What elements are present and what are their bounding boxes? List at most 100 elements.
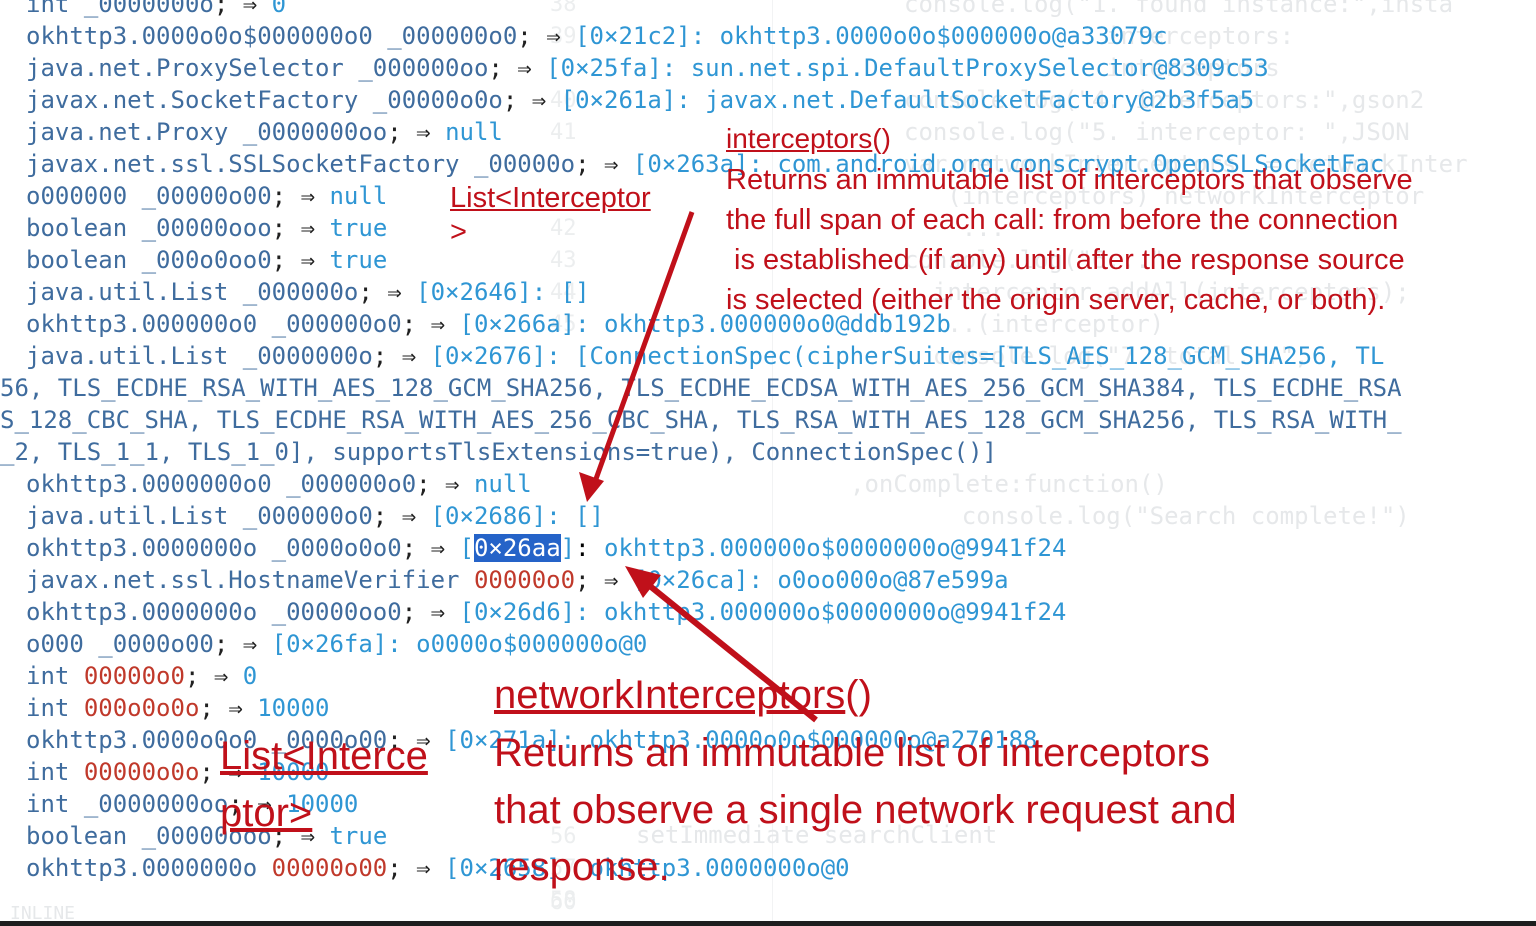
object-id: [0×2676] (430, 342, 547, 370)
arrow-icon: ⇒ (401, 342, 417, 370)
semicolon: ; (271, 822, 301, 850)
variable-value: true (329, 246, 388, 274)
variable-value: okhttp3.0000000o@0 (589, 854, 850, 882)
variable-type: int (26, 790, 70, 818)
semicolon: ; (387, 118, 417, 146)
arrow-icon: ⇒ (416, 118, 431, 146)
debug-variable-line: okhttp3.0000000o 00000o00; ⇒ [0×2658]: o… (26, 852, 850, 884)
semicolon: ; (488, 54, 518, 82)
object-id: [0×266a] (459, 310, 576, 338)
colon: : (575, 598, 604, 626)
semicolon: ; (199, 758, 229, 786)
debug-variable-line: okhttp3.0000o0o$000000o0 _000000o0; ⇒ [0… (26, 20, 1168, 52)
variable-value: 10000 (257, 758, 330, 786)
semicolon: ; (372, 342, 402, 370)
background-line-number: 41 (550, 120, 577, 145)
arrow-icon: ⇒ (604, 150, 619, 178)
variable-name: 00000o0 (83, 662, 185, 690)
variable-value: [] (560, 278, 590, 306)
variable-type: okhttp3.000000o0 (26, 310, 258, 338)
variable-value: 0 (271, 0, 287, 18)
interceptors-return-type-line1: List<Interceptor (450, 182, 651, 214)
variable-type: boolean (26, 214, 128, 242)
space: : (575, 534, 605, 562)
variable-name: _0000o0o0 (271, 534, 402, 562)
variable-name: _00000o00 (141, 182, 272, 210)
arrow-icon: ⇒ (242, 0, 258, 18)
arrow-icon: ⇒ (300, 246, 316, 274)
variable-name: 00000o0o (83, 758, 200, 786)
variable-type: javax.net.SocketFactory (26, 86, 359, 114)
debug-variable-line: okhttp3.0000o0o0 _0000o00; ⇒ [0×271a]: o… (26, 724, 1037, 756)
object-id-open: [ (459, 534, 474, 562)
semicolon: ; (213, 630, 243, 658)
variable-value: o0000o$000000o@0 (416, 630, 648, 658)
debug-variable-line: boolean _000o0oo0; ⇒ true (26, 244, 387, 276)
variable-name: _00000o0o (372, 86, 503, 114)
variable-name: _00000o (473, 150, 576, 178)
variable-name: _0000000oo (242, 118, 388, 146)
network-interceptors-return-type-line1: List<Interce (220, 734, 428, 778)
variable-value: null (445, 118, 503, 146)
variable-name: _0000o00 (271, 726, 388, 754)
background-line-number: 58 (550, 888, 577, 913)
semicolon: ; (213, 0, 243, 18)
background-code-line: console.log("1. found instance:",insta (904, 0, 1454, 18)
variable-type: java.util.List (26, 502, 229, 530)
variable-type: java.util.List (26, 278, 229, 306)
variable-type: okhttp3.0000000o0 (26, 470, 272, 498)
variable-value: com.android.org.conscrypt.OpenSSLSocketF… (777, 150, 1385, 178)
arrow-icon: ⇒ (300, 822, 316, 850)
variable-name: _000000o0 (387, 22, 518, 50)
object-id-close: ] (560, 534, 576, 562)
variable-name: _0000000oo (83, 790, 229, 818)
debug-variable-line: java.util.List _000000o; ⇒ [0×2646]: [] (26, 276, 590, 308)
interceptors-return-type: List<Interceptor> (450, 181, 651, 249)
debug-variable-line: java.util.List _0000000o; ⇒ [0×2676]: [C… (26, 340, 1384, 372)
variable-type: int (26, 694, 70, 722)
colon: : (531, 278, 561, 306)
background-line-number: 57 (550, 856, 577, 881)
debug-variable-line: _2, TLS_1_1, TLS_1_0], supportsTlsExtens… (0, 438, 997, 466)
variable-value: true (329, 822, 388, 850)
window-bottom-edge (0, 921, 1536, 926)
debug-variable-line: boolean _00000ooo; ⇒ true (26, 820, 387, 852)
object-id-highlighted: 0×26aa (473, 534, 561, 562)
network-interceptors-method-parens: () (845, 673, 872, 717)
background-code-line: var networkInterceptors = networkInter (904, 150, 1468, 178)
variable-type: boolean (26, 246, 128, 274)
background-code-line: (interceptors) networkInterceptor (904, 182, 1425, 210)
arrow-icon: ⇒ (531, 86, 547, 114)
background-line-number: 42 (550, 216, 577, 241)
debug-variable-line: int _0000000oo; ⇒ 10000 (26, 788, 358, 820)
background-code-line: ... (904, 214, 1006, 242)
variable-name: _00000oo0 (271, 598, 402, 626)
variable-type: o000 (26, 630, 84, 658)
interceptors-description: Returns an immutable list of interceptor… (726, 164, 1413, 316)
semicolon: ; (401, 598, 431, 626)
variable-type: okhttp3.0000o0o0 (26, 726, 258, 754)
debug-variable-line: okhttp3.0000000o0 _000000o0; ⇒ null (26, 468, 532, 500)
variable-type: o000000 (26, 182, 128, 210)
variable-name: 000o0o0o (83, 694, 200, 722)
variable-value: javax.net.DefaultSocketFactory@2b3f5a5 (705, 86, 1255, 114)
object-id: [0×2658] (445, 854, 561, 882)
network-interceptors-arrow-head (625, 566, 661, 598)
network-interceptors-method-name: networkInterceptors (494, 673, 846, 717)
variable-value: okhttp3.000000o0@ddb192b (604, 310, 951, 338)
variable-value: 10000 (257, 694, 330, 722)
variable-value: null (329, 182, 388, 210)
interceptors-arrow-head (579, 472, 604, 502)
semicolon: ; (387, 854, 417, 882)
variable-type: javax.net.ssl.SSLSocketFactory (26, 150, 460, 178)
variable-value: [] (575, 502, 605, 530)
network-interceptors-return-type-line2: ptor> (220, 791, 313, 835)
variable-type: okhttp3.0000000o (26, 598, 258, 626)
network-interceptors-arrow (638, 575, 818, 723)
background-code-line: console.log("5. interceptor: ",JSON (904, 118, 1410, 146)
debug-variable-line: o000000 _00000o00; ⇒ null (26, 180, 387, 212)
interceptors-method-title: interceptors() (726, 122, 891, 156)
debug-variable-line: okhttp3.0000000o _0000o0o0; ⇒ [0×26aa]: … (26, 532, 1066, 564)
semicolon: ; (228, 790, 258, 818)
